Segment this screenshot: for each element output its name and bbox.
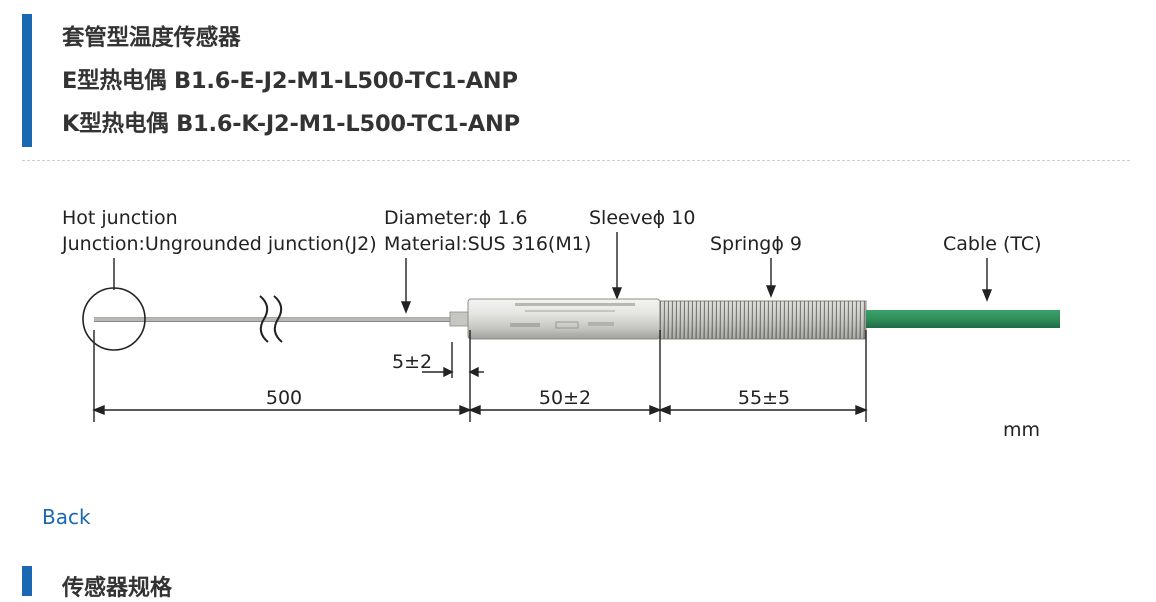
product-category-title: 套管型温度传感器: [62, 25, 241, 51]
material-label: Material:SUS 316(M1): [384, 233, 591, 255]
sleeve-label: Sleeveϕ 10: [589, 207, 695, 229]
cable-label: Cable (TC): [943, 233, 1042, 255]
section-title: 传感器规格: [62, 576, 173, 601]
product-model-e: E型热电偶 B1.6-E-J2-M1-L500-TC1-ANP: [62, 68, 518, 94]
product-model-k: K型热电偶 B1.6-K-J2-M1-L500-TC1-ANP: [62, 111, 520, 137]
sleeve: [467, 298, 661, 340]
hot-junction-circle: [82, 287, 146, 351]
hot-junction-label: Hot junction: [62, 207, 178, 229]
unit-label: mm: [1003, 419, 1040, 441]
back-link[interactable]: Back: [42, 505, 91, 529]
pointer-arrows: [113, 232, 993, 314]
dimension-lines: [92, 330, 868, 422]
sleeve-length-dimension: 50±2: [539, 387, 591, 409]
section-divider: [22, 160, 1130, 161]
heading-accent-bar: [22, 14, 32, 147]
break-symbol-icon: [259, 295, 283, 343]
sensor-diagram: Hot junction Junction:Ungrounded junctio…: [61, 207, 1060, 441]
spring-length-dimension: 55±5: [738, 387, 790, 409]
section-accent-bar: [22, 566, 32, 596]
product-heading: 套管型温度传感器 E型热电偶 B1.6-E-J2-M1-L500-TC1-ANP…: [62, 20, 520, 149]
cable: [866, 310, 1060, 328]
sheath-probe: [94, 311, 471, 327]
gap-dimension: 5±2: [392, 351, 432, 373]
spring-label: Springϕ 9: [710, 233, 802, 255]
spring: [659, 300, 867, 340]
junction-type-label: Junction:Ungrounded junction(J2): [61, 233, 377, 255]
probe-length-dimension: 500: [266, 387, 302, 409]
diameter-label: Diameter:ϕ 1.6: [384, 207, 528, 229]
